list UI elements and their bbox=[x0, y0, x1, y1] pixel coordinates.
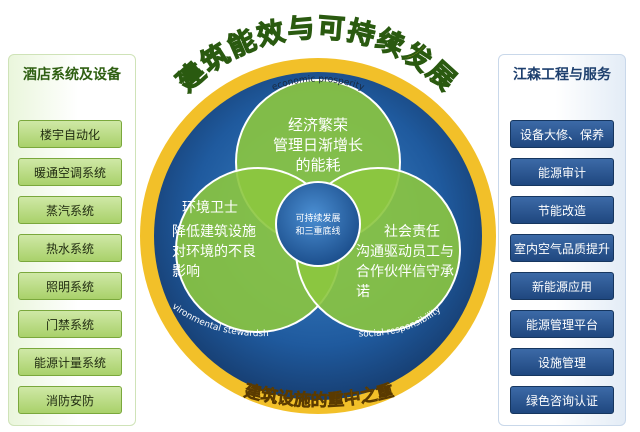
right-item-green-consulting: 绿色咨询认证 bbox=[510, 386, 614, 414]
left-item-fire-security: 消防安防 bbox=[18, 386, 122, 414]
right-item-energy-audit: 能源审计 bbox=[510, 158, 614, 186]
environmental-line-4: 影响 bbox=[172, 264, 200, 280]
left-item-hot-water: 热水系统 bbox=[18, 234, 122, 262]
social-line-1: 社会责任 bbox=[384, 224, 440, 240]
left-item-building-automation: 楼宇自动化 bbox=[18, 120, 122, 148]
right-item-new-energy: 新能源应用 bbox=[510, 272, 614, 300]
right-item-air-quality: 室内空气品质提升 bbox=[510, 234, 614, 262]
right-item-energy-platform: 能源管理平台 bbox=[510, 310, 614, 338]
environmental-line-1: 环境卫士 bbox=[182, 200, 238, 216]
left-panel-title: 酒店系统及设备 bbox=[23, 67, 121, 83]
center-circle bbox=[275, 181, 361, 267]
environmental-line-2: 降低建筑设施 bbox=[172, 224, 256, 240]
economic-line-3: 的能耗 bbox=[295, 156, 340, 174]
right-item-overhaul: 设备大修、保养 bbox=[510, 120, 614, 148]
center-line-2: 和三重底线 bbox=[295, 225, 340, 237]
social-line-4: 诺 bbox=[356, 284, 370, 300]
environmental-line-3: 对环境的不良 bbox=[172, 244, 256, 260]
economic-line-2: 管理日渐增长 bbox=[273, 136, 363, 154]
left-item-energy-metering: 能源计量系统 bbox=[18, 348, 122, 376]
right-item-retrofit: 节能改造 bbox=[510, 196, 614, 224]
social-line-3: 合作伙伴信守承 bbox=[356, 264, 454, 280]
social-line-2: 沟通驱动员工与 bbox=[356, 244, 454, 260]
left-item-lighting: 照明系统 bbox=[18, 272, 122, 300]
left-item-hvac: 暖通空调系统 bbox=[18, 158, 122, 186]
right-panel-title: 江森工程与服务 bbox=[513, 67, 611, 83]
center-line-1: 可持续发展 bbox=[295, 212, 340, 224]
left-item-access-control: 门禁系统 bbox=[18, 310, 122, 338]
economic-line-1: 经济繁荣 bbox=[288, 116, 348, 134]
left-item-steam: 蒸汽系统 bbox=[18, 196, 122, 224]
right-item-facility-mgmt: 设施管理 bbox=[510, 348, 614, 376]
